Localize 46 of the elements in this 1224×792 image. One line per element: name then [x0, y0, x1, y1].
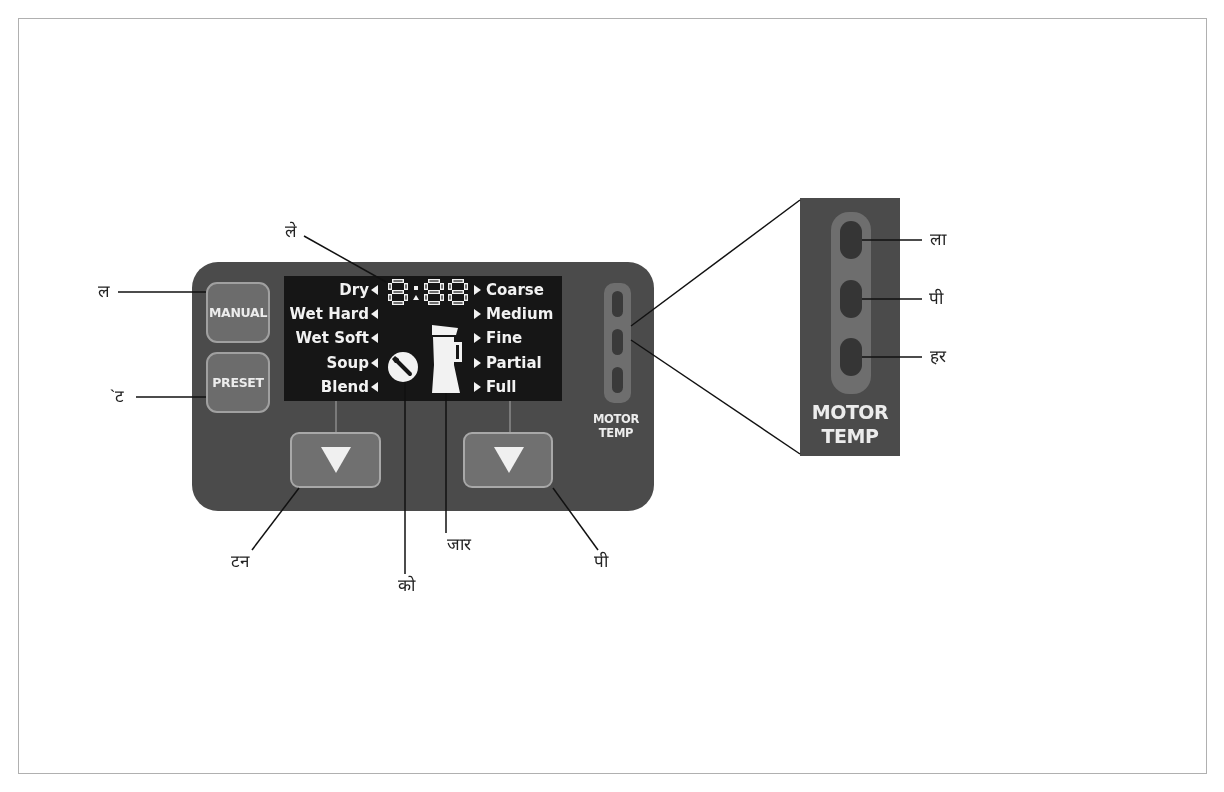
- menu-label: Soup: [326, 353, 369, 373]
- callout-label: को: [392, 574, 420, 598]
- zoom-line: [630, 199, 801, 327]
- zoom-panel: [800, 198, 900, 456]
- leader-line: [861, 298, 923, 300]
- menu-label: Partial: [486, 353, 542, 373]
- menu-label: Fine: [486, 328, 523, 348]
- led-light: [840, 338, 862, 376]
- panel-label: MOTOR TEMP: [810, 400, 890, 448]
- leader-line: [117, 291, 207, 293]
- connector-line: [509, 400, 511, 433]
- callout-label: हर: [924, 345, 952, 369]
- menu-label: Blend: [320, 377, 369, 397]
- callout-label: `ट: [102, 385, 132, 409]
- callout-label: टन: [222, 550, 258, 574]
- led-light: [840, 280, 862, 318]
- down-button: [290, 432, 381, 488]
- led-strip-drawing: [604, 283, 631, 403]
- callout-label: ल: [92, 280, 116, 304]
- mode-button: PRESET: [206, 352, 270, 413]
- callout-label: ला: [924, 228, 952, 252]
- mode-button: MANUAL: [206, 282, 270, 343]
- led-light: [840, 221, 862, 259]
- menu-label: Wet Hard: [289, 304, 369, 324]
- menu-label: Full: [486, 377, 517, 397]
- wrench-icon: [388, 352, 418, 382]
- display-screen: [284, 276, 562, 401]
- control-panel: [192, 262, 654, 511]
- leader-line: [552, 487, 599, 551]
- leader-line: [251, 487, 300, 551]
- zoom-line: [630, 339, 801, 455]
- menu-label: Coarse: [486, 280, 544, 300]
- callout-label: ले: [278, 220, 304, 244]
- menu-label: Dry: [339, 280, 369, 300]
- leader-line: [135, 396, 207, 398]
- panel-label: MOTOR TEMP: [591, 412, 641, 440]
- callout-label: जार: [440, 533, 478, 557]
- connector-line: [335, 400, 337, 433]
- down-button: [463, 432, 553, 488]
- leader-line: [861, 239, 923, 241]
- callout-label: पी: [589, 550, 613, 574]
- callout-label: पी: [924, 287, 948, 311]
- led-strip: [831, 212, 871, 394]
- leader-line: [861, 356, 923, 358]
- menu-label: Medium: [486, 304, 554, 324]
- menu-label: Wet Soft: [295, 328, 369, 348]
